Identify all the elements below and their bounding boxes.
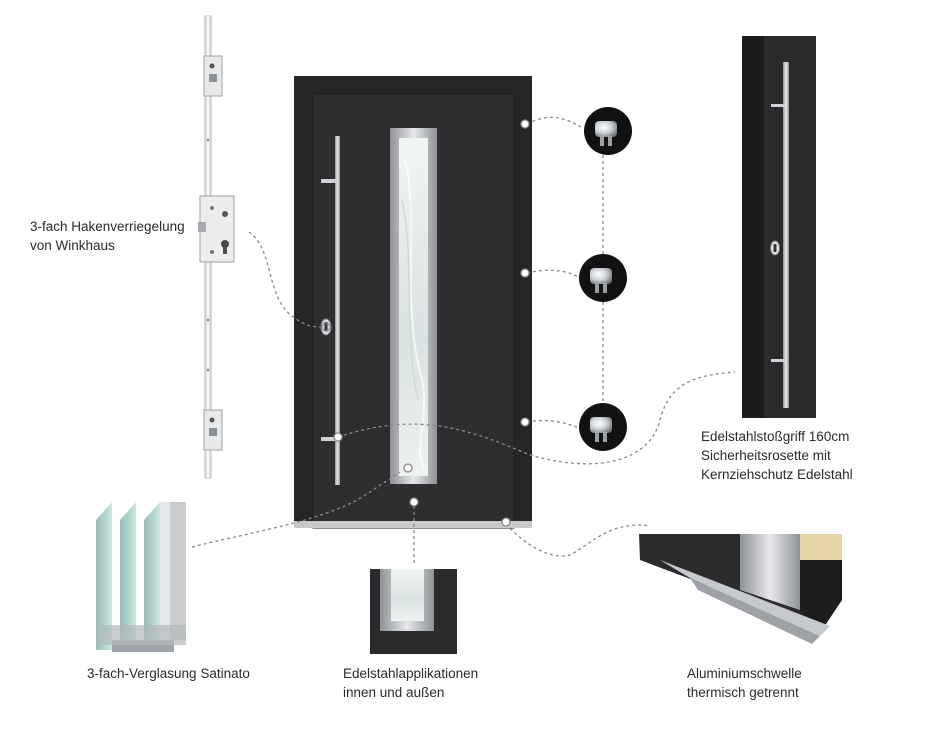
connector-lines xyxy=(191,116,736,566)
hinge-bolt-bottom xyxy=(579,403,627,451)
connector-dots xyxy=(321,119,530,527)
label-threshold: Aluminiumschwelle thermisch getrennt xyxy=(687,664,802,702)
label-handle-line1: Edelstahlstoßgriff 160cm xyxy=(701,429,850,444)
label-lock-line2: von Winkhaus xyxy=(30,238,115,253)
label-threshold-line1: Aluminiumschwelle xyxy=(687,666,802,681)
door xyxy=(294,76,532,529)
label-glazing-line1: 3-fach-Verglasung Satinato xyxy=(87,666,250,681)
lock-strip xyxy=(198,15,235,479)
applications-image xyxy=(370,569,457,654)
label-threshold-line2: thermisch getrennt xyxy=(687,685,799,700)
label-lock-line1: 3-fach Hakenverriegelung xyxy=(30,219,185,234)
handle-detail-image xyxy=(742,36,816,418)
hinge-bolt-middle xyxy=(579,254,627,302)
label-glazing: 3-fach-Verglasung Satinato xyxy=(87,664,250,683)
label-applications: Edelstahlapplikationen innen und außen xyxy=(343,664,478,702)
label-applications-line1: Edelstahlapplikationen xyxy=(343,666,479,681)
label-lock: 3-fach Hakenverriegelung von Winkhaus xyxy=(30,217,185,255)
label-handle-line3: Kernziehschutz Edelstahl xyxy=(701,467,853,482)
glazing-image xyxy=(96,502,186,652)
label-handle: Edelstahlstoßgriff 160cm Sicherheitsrose… xyxy=(701,427,853,484)
hinge-bolt-top xyxy=(584,107,632,155)
label-applications-line2: innen und außen xyxy=(343,685,445,700)
threshold-image xyxy=(639,534,842,644)
label-handle-line2: Sicherheitsrosette mit xyxy=(701,448,831,463)
